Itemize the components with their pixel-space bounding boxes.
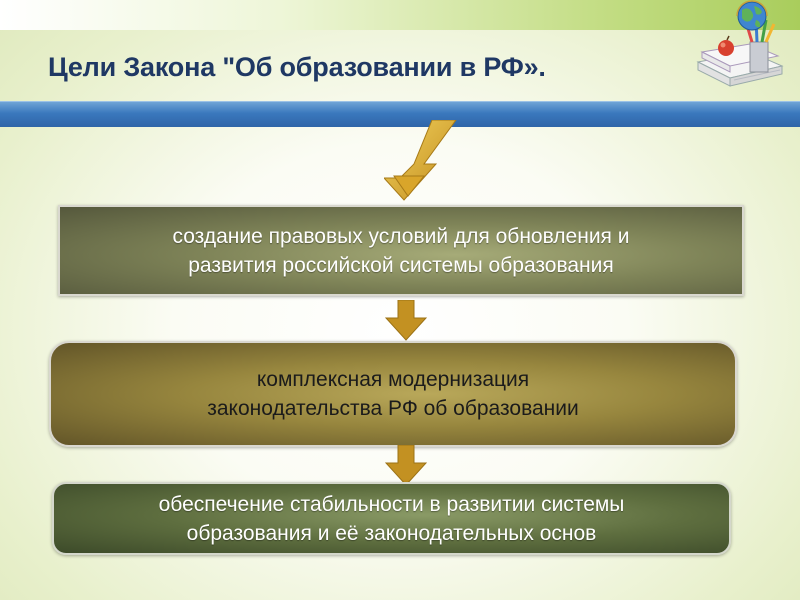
goal-box-2-text: комплексная модернизация законодательств… xyxy=(207,368,579,420)
goal-box-3: обеспечение стабильности в развитии сист… xyxy=(52,482,731,555)
down-arrow-icon xyxy=(385,445,427,486)
slide-title: Цели Закона "Об образовании в РФ». xyxy=(48,52,546,82)
goal-box-1: создание правовых условий для обновления… xyxy=(58,205,744,296)
goal-box-3-text: обеспечение стабильности в развитии сист… xyxy=(158,492,625,545)
top-gradient-band xyxy=(0,0,800,30)
goal-box-1-text: создание правовых условий для обновления… xyxy=(172,224,630,277)
down-arrow-icon xyxy=(385,300,427,341)
globe-books-apple-pencils-icon xyxy=(696,0,784,87)
down-arrow-icon xyxy=(384,120,457,201)
header-blue-bar xyxy=(0,101,800,127)
goal-box-2: комплексная модернизация законодательств… xyxy=(49,341,737,447)
